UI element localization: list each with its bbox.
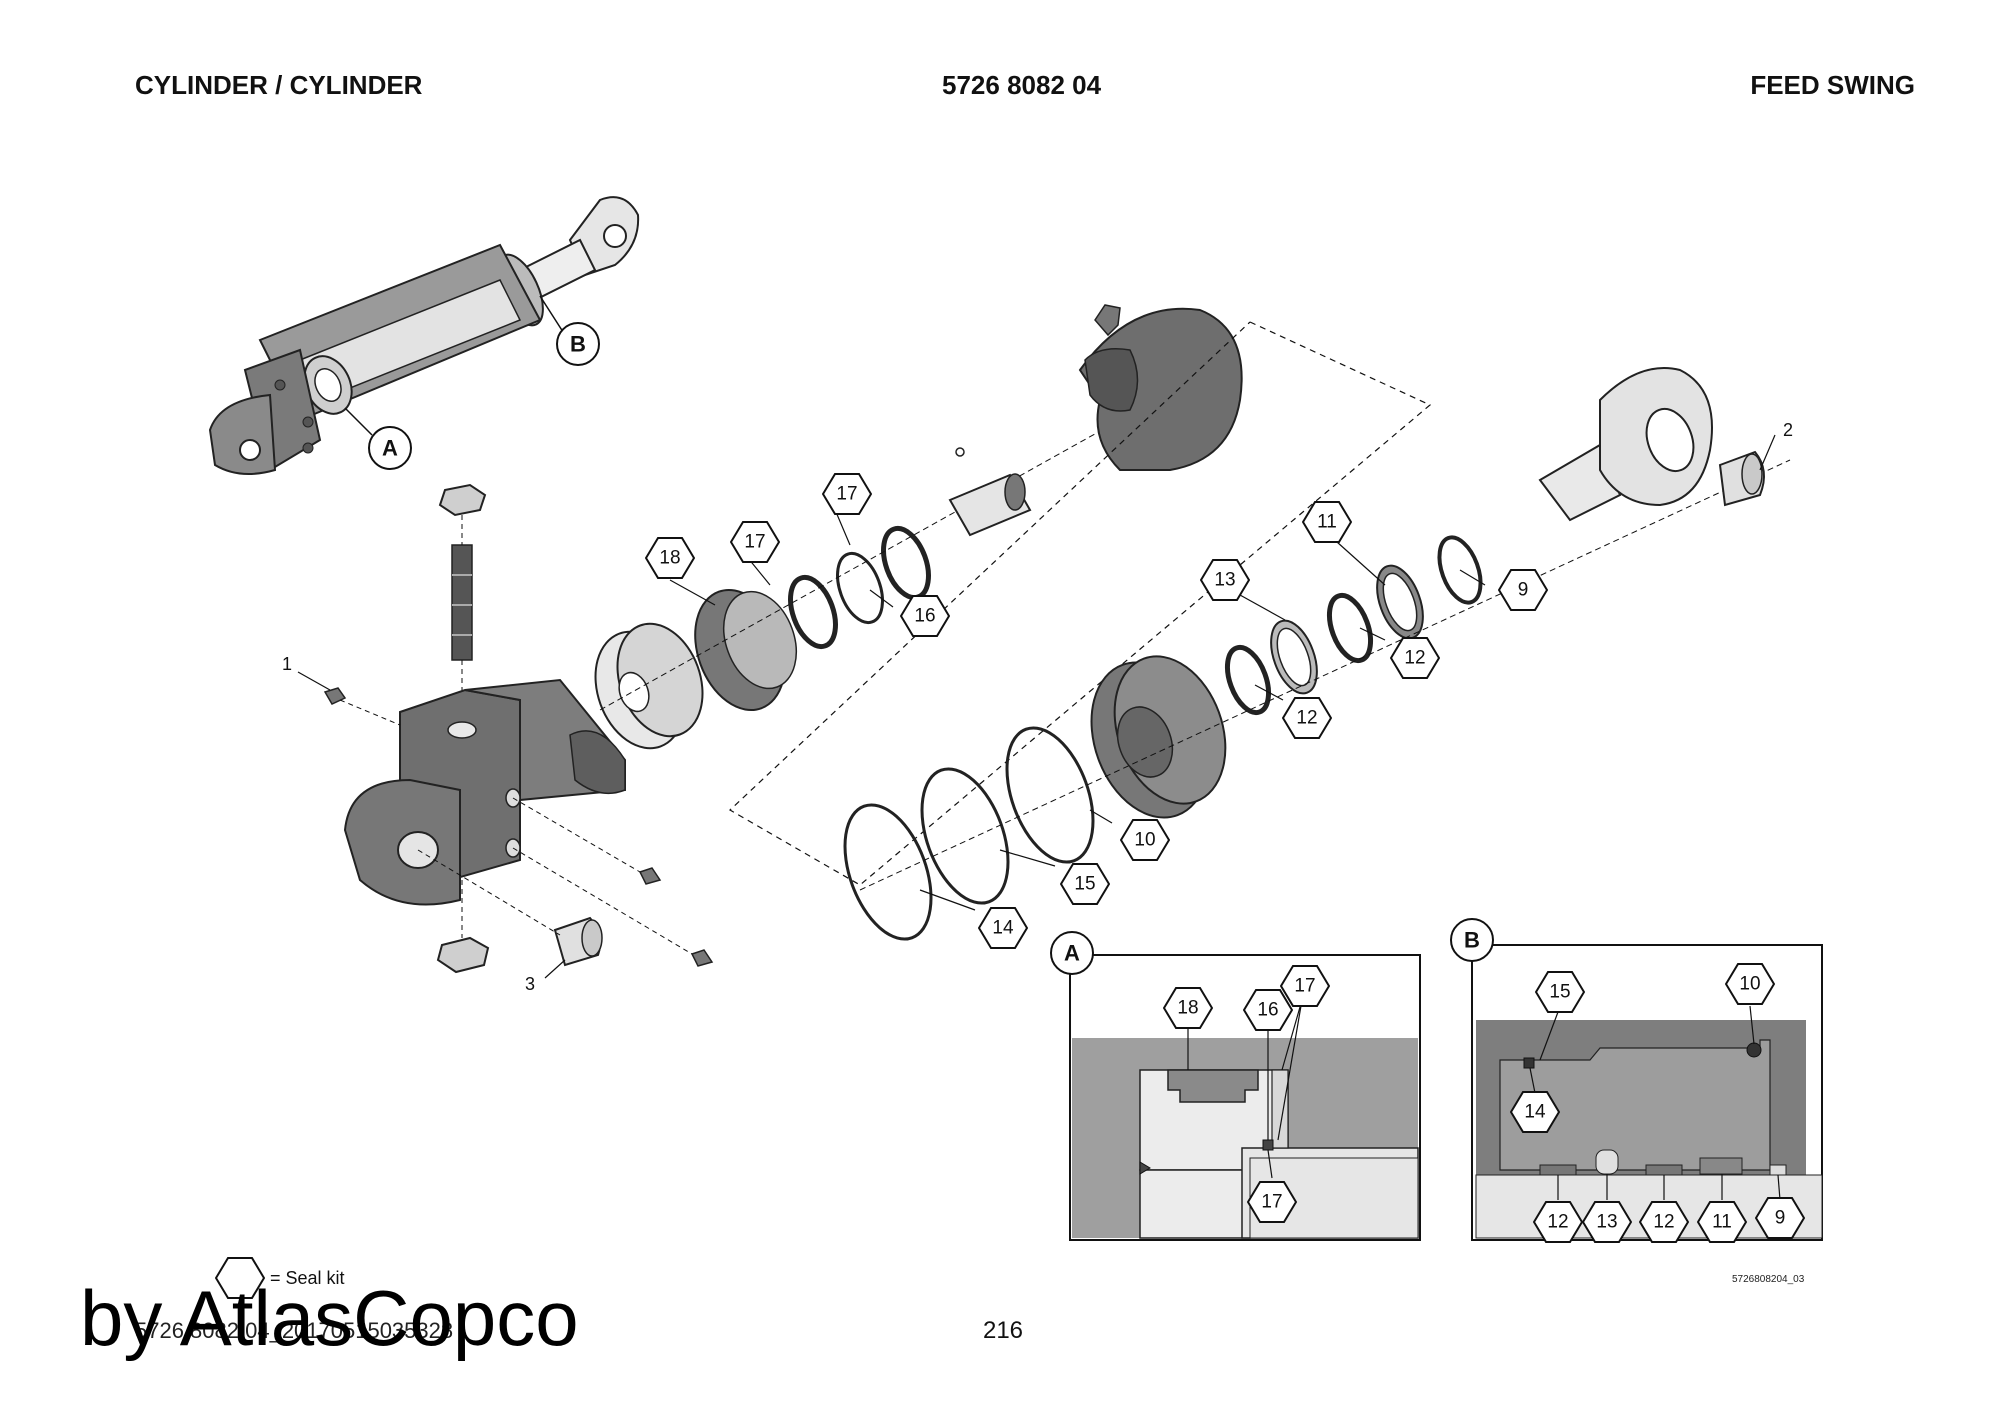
assembled-cylinder-illustration bbox=[208, 196, 640, 475]
svg-text:12: 12 bbox=[1653, 1212, 1674, 1233]
svg-text:18: 18 bbox=[1177, 998, 1198, 1019]
svg-text:16: 16 bbox=[914, 606, 935, 627]
svg-text:16: 16 bbox=[1257, 1000, 1278, 1021]
svg-text:11: 11 bbox=[1712, 1212, 1732, 1233]
detail-marker-a: A bbox=[368, 426, 412, 470]
callout-1: 1 bbox=[282, 654, 292, 674]
header-part-number: 5726 8082 04 bbox=[942, 70, 1102, 100]
header-title: CYLINDER / CYLINDER bbox=[135, 70, 423, 100]
svg-text:17: 17 bbox=[836, 484, 857, 505]
svg-text:12: 12 bbox=[1547, 1212, 1568, 1233]
svg-text:9: 9 bbox=[1518, 580, 1529, 601]
piston-parts-exploded bbox=[843, 367, 1791, 941]
svg-text:15: 15 bbox=[1549, 982, 1570, 1003]
svg-text:11: 11 bbox=[1317, 512, 1337, 533]
gland-parts-exploded bbox=[594, 304, 1432, 886]
svg-text:14: 14 bbox=[1524, 1102, 1546, 1123]
detail-view-b: 15 10 14 12 13 12 11 9 B bbox=[1450, 918, 1823, 1243]
watermark: by AtlasCopco bbox=[80, 1274, 579, 1362]
svg-text:12: 12 bbox=[1296, 708, 1317, 729]
callout-2: 2 bbox=[1783, 420, 1793, 440]
footer-document-id: 5726 8082 04_20170515035328 bbox=[135, 1318, 453, 1343]
svg-text:A: A bbox=[382, 436, 398, 461]
svg-text:17: 17 bbox=[1294, 976, 1315, 997]
svg-text:12: 12 bbox=[1404, 648, 1425, 669]
seal-kit-legend: = Seal kit bbox=[215, 1257, 345, 1299]
detail-view-a: 18 16 17 17 A bbox=[1050, 931, 1421, 1241]
callout-3: 3 bbox=[525, 974, 535, 994]
page-number: 216 bbox=[983, 1317, 1023, 1344]
svg-text:14: 14 bbox=[992, 918, 1014, 939]
svg-text:B: B bbox=[570, 332, 586, 357]
svg-text:15: 15 bbox=[1074, 874, 1095, 895]
svg-text:= Seal kit: = Seal kit bbox=[270, 1268, 345, 1288]
svg-text:17: 17 bbox=[1261, 1192, 1282, 1213]
svg-text:13: 13 bbox=[1214, 570, 1235, 591]
image-reference: 5726808204_03 bbox=[1732, 1274, 1805, 1285]
detail-marker-b: B bbox=[556, 322, 600, 366]
svg-text:A: A bbox=[1064, 941, 1080, 966]
cylinder-base-exploded bbox=[297, 483, 714, 979]
svg-text:10: 10 bbox=[1739, 974, 1760, 995]
svg-text:18: 18 bbox=[659, 548, 680, 569]
svg-text:B: B bbox=[1464, 928, 1480, 953]
svg-text:17: 17 bbox=[744, 532, 765, 553]
header-section: FEED SWING bbox=[1750, 70, 1915, 100]
svg-text:10: 10 bbox=[1134, 830, 1155, 851]
hex-callouts: 17 17 18 16 11 13 9 12 12 10 15 14 bbox=[645, 473, 1548, 949]
svg-text:9: 9 bbox=[1775, 1208, 1786, 1229]
svg-text:13: 13 bbox=[1596, 1212, 1617, 1233]
